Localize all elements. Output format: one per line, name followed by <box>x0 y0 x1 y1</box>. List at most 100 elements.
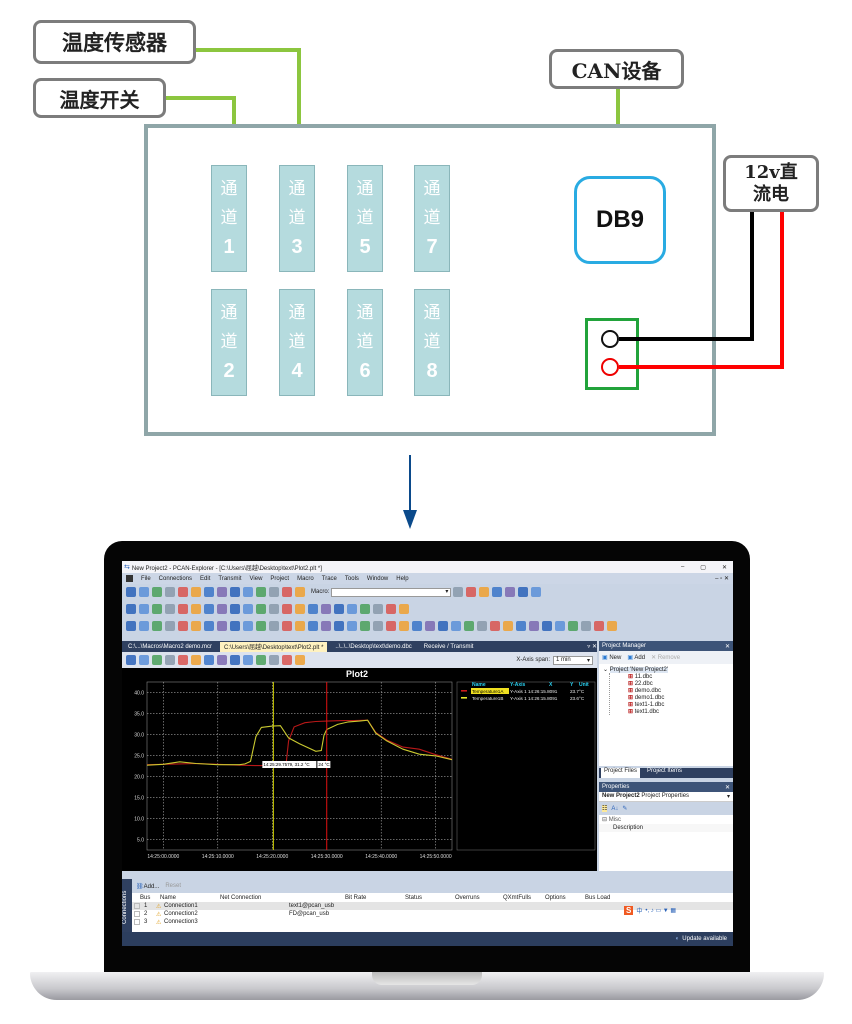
toolbar1-tool-icon[interactable] <box>256 587 266 597</box>
connections-side-tab[interactable]: Connections <box>122 879 132 935</box>
menu-macro[interactable]: Macro <box>297 575 314 582</box>
plot-insert-tool-icon[interactable] <box>165 621 175 631</box>
plot-tool-icon[interactable] <box>152 655 162 665</box>
minimize-button[interactable]: – <box>680 564 685 570</box>
close-panel-button[interactable]: ✕ <box>724 643 730 650</box>
new-button[interactable]: ▣ New <box>602 655 622 661</box>
tab-1[interactable]: C:\Users\屈越\Desktop\text\Plot2.plt * <box>220 641 328 652</box>
plot-insert-tool-icon[interactable] <box>282 621 292 631</box>
plot-insert-tool-icon[interactable] <box>230 621 240 631</box>
plot-insert-tool-icon[interactable] <box>360 621 370 631</box>
plot-insert-tool-icon[interactable] <box>555 621 565 631</box>
plot-insert-tool-icon[interactable] <box>178 621 188 631</box>
plot-insert-tool-icon[interactable] <box>386 621 396 631</box>
edit-tool-icon[interactable] <box>178 604 188 614</box>
project-file-item[interactable]: ⊞ text1.dbc <box>628 708 729 715</box>
plot-insert-tool-icon[interactable] <box>373 621 383 631</box>
column-header-bus-load[interactable]: Bus Load <box>585 894 611 901</box>
plot-tool-icon[interactable] <box>204 655 214 665</box>
edit-tool-icon[interactable] <box>308 604 318 614</box>
plot-insert-tool-icon[interactable] <box>347 621 357 631</box>
plot-insert-tool-icon[interactable] <box>126 621 136 631</box>
toolbar1-tool-icon[interactable] <box>230 587 240 597</box>
project-node[interactable]: ⌄ Project 'New Project2' <box>603 667 669 673</box>
plot-insert-tool-icon[interactable] <box>243 621 253 631</box>
edit-tool-icon[interactable] <box>360 604 370 614</box>
plot-insert-tool-icon[interactable] <box>568 621 578 631</box>
plot-insert-tool-icon[interactable] <box>503 621 513 631</box>
menu-transmit[interactable]: Transmit <box>218 575 242 582</box>
plot-insert-tool-icon[interactable] <box>529 621 539 631</box>
plot-tool-icon[interactable] <box>191 655 201 665</box>
menu-help[interactable]: Help <box>396 575 409 582</box>
plot-insert-tool-icon[interactable] <box>269 621 279 631</box>
help-tool-icon[interactable] <box>453 587 464 597</box>
toolbar1-tool-icon[interactable] <box>139 587 149 597</box>
plot-insert-tool-icon[interactable] <box>451 621 461 631</box>
edit-tool-icon[interactable] <box>191 604 201 614</box>
update-available-link[interactable]: Update available <box>682 936 727 942</box>
reset-button[interactable]: Reset <box>165 883 181 889</box>
column-header-options[interactable]: Options <box>545 894 566 901</box>
plot-insert-tool-icon[interactable] <box>516 621 526 631</box>
ime-chinese-mode[interactable]: 中 <box>636 909 643 915</box>
plot-insert-tool-icon[interactable] <box>438 621 448 631</box>
plot-tool-icon[interactable] <box>178 655 188 665</box>
column-header-net-connection[interactable]: Net Connection <box>220 894 262 901</box>
row-checkbox[interactable] <box>134 911 140 917</box>
edit-tool-icon[interactable] <box>230 604 240 614</box>
tab-2[interactable]: ..\..\..\Desktop\text\demo.dbc <box>335 643 412 650</box>
plot-insert-tool-icon[interactable] <box>152 621 162 631</box>
macro-select[interactable]: ▾ <box>331 587 452 597</box>
edit-tool-icon[interactable] <box>321 604 331 614</box>
row-checkbox[interactable] <box>134 919 140 925</box>
description-row[interactable]: Description <box>599 824 733 832</box>
plot-insert-tool-icon[interactable] <box>464 621 474 631</box>
tab-project-items[interactable]: Project Items <box>647 768 683 774</box>
plot-insert-tool-icon[interactable] <box>204 621 214 631</box>
wrench-icon[interactable]: ✎ <box>622 806 628 812</box>
plot-insert-tool-icon[interactable] <box>191 621 201 631</box>
legend-name[interactable]: Temperature1B <box>472 696 503 701</box>
temperature-chart[interactable]: Plot25.010.015.020.025.030.035.040.014:2… <box>122 668 597 871</box>
close-button[interactable]: ✕ <box>721 564 727 571</box>
column-header-bit-rate[interactable]: Bit Rate <box>345 894 367 901</box>
add-connection-button[interactable]: ⛓Add... <box>136 883 160 890</box>
plot-insert-tool-icon[interactable] <box>334 621 344 631</box>
project-file-item[interactable]: ⊞ 11.dbc <box>628 673 729 680</box>
plot-insert-tool-icon[interactable] <box>308 621 318 631</box>
toolbar1-tool-icon[interactable] <box>191 587 201 597</box>
plot-tool-icon[interactable] <box>282 655 292 665</box>
project-file-item[interactable]: ⊞ text1-1.dbc <box>628 701 729 708</box>
help-tool-icon[interactable] <box>466 587 477 597</box>
toolbar1-tool-icon[interactable] <box>295 587 305 597</box>
help-tool-icon[interactable] <box>505 587 516 597</box>
properties-object-select[interactable]: New Project2 Project Properties▾ <box>599 792 733 802</box>
edit-tool-icon[interactable] <box>295 604 305 614</box>
project-file-item[interactable]: ⊞ demo.dbc <box>628 687 729 694</box>
project-file-item[interactable]: ⊞ 22.dbc <box>628 680 729 687</box>
toolbar1-tool-icon[interactable] <box>126 587 136 597</box>
toolbar1-tool-icon[interactable] <box>204 587 214 597</box>
edit-tool-icon[interactable] <box>256 604 266 614</box>
plot-insert-tool-icon[interactable] <box>412 621 422 631</box>
toolbar1-tool-icon[interactable] <box>178 587 188 597</box>
edit-tool-icon[interactable] <box>165 604 175 614</box>
remove-button[interactable]: ✕ Remove <box>651 655 681 661</box>
menu-view[interactable]: View <box>249 575 263 582</box>
help-tool-icon[interactable] <box>531 587 542 597</box>
toolbar1-tool-icon[interactable] <box>282 587 292 597</box>
tab-pin-icon[interactable]: ▿ ✕ <box>587 644 597 650</box>
help-tool-icon[interactable] <box>518 587 529 597</box>
edit-tool-icon[interactable] <box>269 604 279 614</box>
plot-tool-icon[interactable] <box>295 655 305 665</box>
edit-tool-icon[interactable] <box>243 604 253 614</box>
column-header-status[interactable]: Status <box>405 894 423 901</box>
edit-tool-icon[interactable] <box>373 604 383 614</box>
column-header-overruns[interactable]: Overruns <box>455 894 480 901</box>
toolbar1-tool-icon[interactable] <box>165 587 175 597</box>
edit-tool-icon[interactable] <box>126 604 136 614</box>
plot-insert-tool-icon[interactable] <box>477 621 487 631</box>
plot-tool-icon[interactable] <box>256 655 266 665</box>
